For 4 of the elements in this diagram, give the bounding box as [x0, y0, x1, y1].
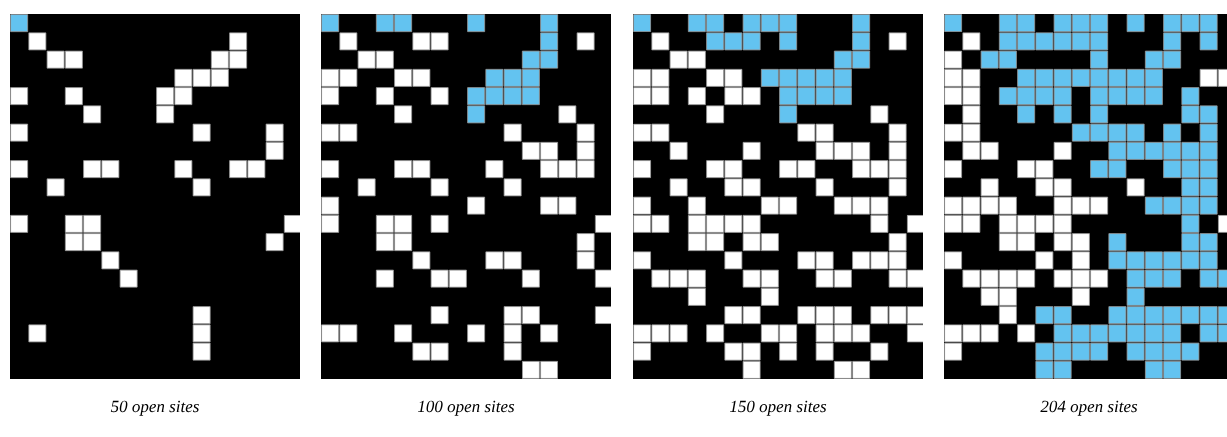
caption: 100 open sites: [418, 400, 515, 416]
caption: 204 open sites: [1040, 400, 1138, 416]
caption: 50 open sites: [110, 400, 199, 416]
caption: 150 open sites: [730, 400, 827, 416]
